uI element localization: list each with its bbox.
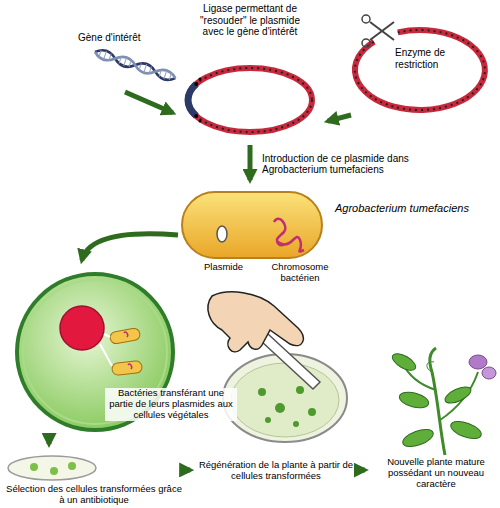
ligation-point bbox=[199, 120, 202, 123]
plant-flower bbox=[482, 367, 496, 379]
plant-tendril bbox=[427, 362, 434, 372]
stage-node: Bactéries transférant une partie de leur… bbox=[10, 268, 240, 433]
flow-arrow bbox=[328, 115, 351, 121]
stage-node: Ligase permettant de "resouder" le plasm… bbox=[180, 0, 320, 145]
dna-strand bbox=[94, 48, 177, 83]
stage-node: Agrobacterium tumefaciensPlasmide Chromos… bbox=[178, 188, 498, 288]
stage-node: Régénération de la plante à partir de ce… bbox=[196, 288, 356, 498]
cell-colony bbox=[30, 463, 38, 471]
chromosome-symbol bbox=[124, 332, 132, 369]
stage-label: Gène d'intérêt bbox=[78, 32, 173, 44]
plant-stem bbox=[430, 348, 445, 455]
plant-flower bbox=[469, 355, 487, 369]
flow-arrow bbox=[183, 467, 190, 472]
plantlet bbox=[308, 408, 316, 416]
scissors-blade bbox=[370, 22, 394, 40]
scissors-handle bbox=[362, 15, 370, 23]
plantlet bbox=[265, 417, 271, 423]
cell-colony bbox=[50, 467, 58, 475]
ligation-point bbox=[194, 114, 198, 118]
plantlet bbox=[258, 388, 266, 396]
flow-arrow bbox=[125, 92, 173, 113]
cut-plasmid bbox=[355, 30, 485, 110]
scissors-handle bbox=[362, 39, 370, 47]
plant-branch bbox=[402, 362, 478, 420]
stage-label: Sélection des cellules transformées grâc… bbox=[5, 484, 183, 506]
plant-leaf bbox=[398, 389, 431, 410]
ligation-point bbox=[194, 82, 198, 86]
flow-arrow bbox=[356, 468, 365, 473]
stage-node: Gène d'intérêt bbox=[70, 30, 180, 92]
plasmid-ring bbox=[188, 68, 312, 132]
plantlet bbox=[275, 403, 285, 413]
petri-dish bbox=[8, 456, 96, 480]
stage-node: Plasmide bbox=[196, 222, 251, 274]
edge-label: Introduction de ce plasmide dans Agrobac… bbox=[262, 153, 417, 176]
stage-label: Plasmide bbox=[196, 262, 251, 273]
dna-strand bbox=[94, 48, 177, 83]
stage-label: Agrobacterium tumefaciens bbox=[335, 202, 495, 215]
stage-label: Régénération de la plante à partir de ce… bbox=[196, 460, 356, 482]
chromosome-symbol bbox=[274, 219, 304, 252]
stage-label: Enzyme de restriction bbox=[395, 47, 457, 70]
gene-helix bbox=[94, 48, 177, 83]
plant-leaf bbox=[443, 384, 473, 407]
stage-node: Chromosome bactérien bbox=[260, 212, 340, 288]
stage-label: Ligase permettant de "resouder" le plasm… bbox=[195, 3, 305, 38]
plasmid-ring-rungs bbox=[188, 68, 312, 132]
scissors-symbol bbox=[362, 15, 394, 47]
bacterium-small bbox=[109, 327, 141, 344]
dna-rungs bbox=[99, 49, 172, 80]
flow-arrow bbox=[47, 433, 52, 444]
plasmid-symbol bbox=[217, 226, 227, 242]
plant-leaf bbox=[449, 418, 484, 442]
bacterium-small bbox=[111, 360, 142, 375]
stage-node: Enzyme de restriction bbox=[335, 5, 495, 115]
flow-arrow bbox=[82, 234, 178, 260]
scissors-blade bbox=[370, 22, 394, 40]
transfer-arrow bbox=[100, 334, 112, 366]
plantlet bbox=[296, 386, 304, 394]
culture-medium bbox=[231, 363, 339, 437]
hand bbox=[208, 292, 303, 352]
flow-arrow bbox=[248, 145, 253, 180]
stage-label: Nouvelle plante mature possédant un nouv… bbox=[372, 457, 500, 490]
cut-plasmid-rungs bbox=[355, 30, 485, 110]
stage-node: Nouvelle plante mature possédant un nouv… bbox=[372, 345, 500, 495]
bacterium-body bbox=[182, 192, 322, 258]
inserted-gene bbox=[188, 84, 196, 116]
cell-colony bbox=[68, 462, 76, 470]
cell-nucleus bbox=[60, 306, 104, 350]
culture-dish bbox=[223, 354, 347, 442]
plantlet bbox=[293, 421, 299, 427]
mature-plant bbox=[390, 348, 496, 455]
stage-label: Chromosome bactérien bbox=[265, 262, 335, 284]
ligation-point bbox=[199, 78, 202, 81]
plant-leaf bbox=[390, 350, 419, 373]
stage-node: Sélection des cellules transformées grâc… bbox=[5, 452, 183, 508]
stage-label: Bactéries transférant une partie de leur… bbox=[105, 388, 237, 421]
plant-leaf bbox=[401, 426, 436, 450]
